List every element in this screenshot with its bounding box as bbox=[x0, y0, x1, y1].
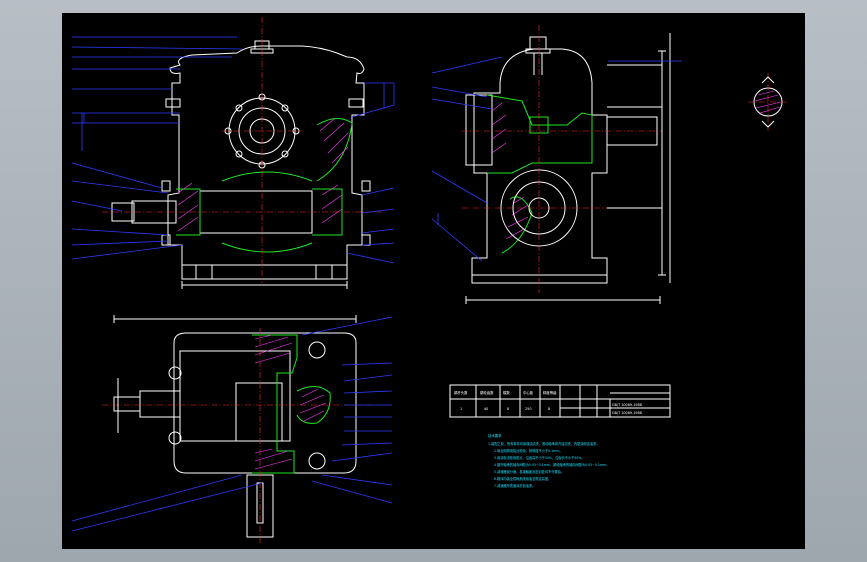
top-view bbox=[71, 315, 393, 543]
param-h2: 模数 bbox=[503, 390, 510, 395]
param-v2: 8 bbox=[507, 407, 509, 411]
tech-title: 技术要求 bbox=[488, 433, 502, 438]
tech-line: 5.减速器剖分面、各接触面及密封处均不许漏油。 bbox=[494, 469, 564, 474]
param-h1: 蜗轮齿数 bbox=[480, 390, 494, 395]
param-r1: GB/T 10089-1988 bbox=[612, 411, 642, 415]
tech-line: 1.装配之前，所有零件均用煤油清洗，滚动轴承用汽油清洗，内壁涂耐油油漆。 bbox=[488, 441, 599, 446]
tech-requirements: 技术要求 1.装配之前，所有零件均用煤油清洗，滚动轴承用汽油清洗，内壁涂耐油油漆… bbox=[488, 433, 609, 488]
param-h0: 蜗杆头数 bbox=[454, 390, 468, 395]
param-r0: GB/T 10089-1988 bbox=[612, 403, 642, 407]
tech-line: 4.蜗杆轴承的轴向间隙为0.05~0.1mm，蜗轮轴承的轴向间隙为0.05~0.… bbox=[494, 462, 609, 467]
side-view bbox=[431, 25, 682, 304]
param-h4: 精度等级 bbox=[543, 390, 557, 395]
drawing-sheet: 蜗杆头数 蜗轮齿数 模数 中心距 精度等级 1 40 8 250 8 GB/T … bbox=[62, 13, 805, 549]
front-view bbox=[71, 17, 395, 289]
cad-drawing: 蜗杆头数 蜗轮齿数 模数 中心距 精度等级 1 40 8 250 8 GB/T … bbox=[71, 17, 788, 543]
param-v0: 1 bbox=[460, 407, 462, 411]
tech-line: 6.箱体内装全损耗系统用油至规定高度。 bbox=[494, 476, 551, 481]
shaft-section-detail bbox=[748, 73, 788, 131]
tech-line: 2.啮合侧隙用铅丝检验，侧隙值不小于0.1mm。 bbox=[494, 448, 563, 453]
param-v4: 8 bbox=[548, 407, 550, 411]
param-h3: 中心距 bbox=[523, 390, 534, 395]
params-table: 蜗杆头数 蜗轮齿数 模数 中心距 精度等级 1 40 8 250 8 GB/T … bbox=[449, 384, 671, 418]
param-v3: 250 bbox=[525, 407, 531, 411]
param-v1: 40 bbox=[484, 407, 488, 411]
tech-line: 3.用涂色法检验斑点，沿齿高不小于50%，沿齿长不小于50%。 bbox=[494, 455, 585, 460]
tech-line: 7.减速器外表面涂灰色油漆。 bbox=[494, 483, 535, 488]
